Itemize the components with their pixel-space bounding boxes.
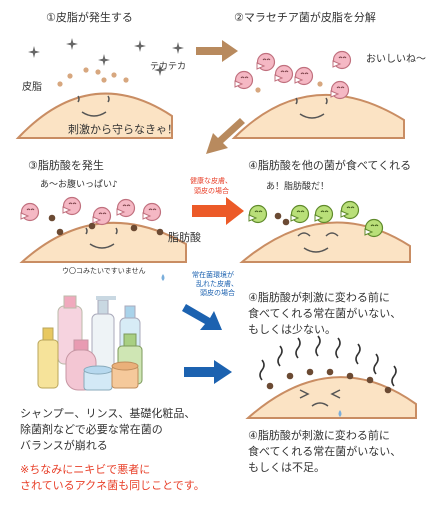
panel2-speech: おいしいね〜 — [366, 54, 426, 65]
products-graphic — [37, 295, 143, 391]
arrow-2-to-3 — [206, 118, 245, 154]
panel5-line1: ④脂肪酸が刺激に変わる前に — [248, 291, 390, 304]
label-shiny: テカテカ — [150, 62, 187, 72]
products-caption-line3: バランスが崩れる — [20, 439, 108, 452]
panel6-line3: もしくは不足。 — [248, 461, 325, 474]
label-fatty-acid: 脂肪酸 — [168, 231, 201, 244]
panel6-graphic — [245, 335, 417, 419]
panel3-title: ③脂肪酸を発生 — [28, 159, 104, 172]
panel1-graphic — [15, 38, 184, 139]
note-line1: ※ちなみにニキビで悪者に — [20, 463, 151, 476]
panel4-speech: あ！脂肪酸だ！ — [266, 182, 330, 192]
panel4-graphic — [239, 200, 411, 263]
healthy-label-line1: 健康な皮膚、 — [190, 177, 232, 185]
imbalance-label-line1: 常在菌環境が — [192, 271, 234, 279]
arrow-1-to-2 — [196, 40, 238, 62]
products-caption-line1: シャンプー、リンス、基礎化粧品、 — [20, 407, 196, 420]
arrow-imbalance-bottom — [184, 360, 232, 384]
panel6-line1: ④脂肪酸が刺激に変わる前に — [248, 429, 390, 442]
products-caption-line2: 除菌剤などで必要な常在菌の — [20, 423, 163, 436]
healthy-label-line2: 頭皮の場合 — [194, 187, 229, 195]
imbalance-label-line3: 頭皮の場合 — [200, 289, 235, 297]
label-dandruff: ウ〇コみたいですいません — [62, 267, 146, 275]
panel2-title: ②マラセチア菌が皮脂を分解 — [234, 11, 376, 24]
imbalance-label-line2: 乱れた皮膚、 — [196, 280, 238, 288]
panel3-graphic — [19, 196, 187, 281]
arrow-imbalance-top — [182, 304, 222, 330]
panel4-title: ④脂肪酸を他の菌が食べてくれる — [248, 159, 412, 172]
label-sebum: 皮脂 — [22, 82, 42, 93]
panel5-line2: 食べてくれる常在菌がいない、 — [248, 307, 402, 320]
panel5-line3: もしくは少ない。 — [248, 323, 336, 336]
panel6-line2: 食べてくれる常在菌がいない、 — [248, 445, 402, 458]
panel2-graphic — [231, 50, 405, 139]
panel3-speech: あ〜お腹いっぱい♪ — [40, 180, 118, 190]
note-line2: されているアクネ菌も同じことです。 — [20, 479, 205, 492]
panel1-title: ①皮脂が発生する — [46, 11, 133, 24]
arrow-healthy — [192, 197, 244, 225]
panel1-caption: 刺激から守らなきゃ！ — [68, 123, 178, 136]
